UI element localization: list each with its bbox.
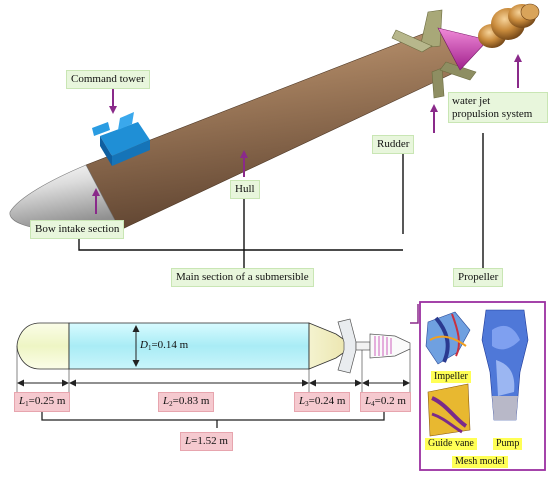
callout-arrows xyxy=(92,54,522,214)
total-length-value: =1.52 m xyxy=(191,435,228,447)
l2-subscript: 2 xyxy=(169,400,173,408)
propeller-label: Propeller xyxy=(453,268,504,287)
l2-symbol: L xyxy=(163,395,170,407)
profile-nose xyxy=(16,322,70,370)
command-tower-label: Command tower xyxy=(66,70,150,89)
l3-subscript: 3 xyxy=(305,400,309,408)
water-jet-label-line1: water jet xyxy=(452,95,491,107)
l2-value: =0.83 m xyxy=(172,395,210,407)
d1-dimension-label: D1=0.14 m xyxy=(140,340,188,352)
l1-value: =0.25 m xyxy=(28,395,66,407)
l4-value: =0.2 m xyxy=(374,395,406,407)
submersible-3d xyxy=(9,3,540,231)
l4-dimension-label: L4=0.2 m xyxy=(360,392,411,412)
rudder-fin-top xyxy=(419,9,443,49)
l3-value: =0.24 m xyxy=(308,395,346,407)
l1-symbol: L xyxy=(19,395,26,407)
d1-value: =0.14 m xyxy=(151,339,189,351)
total-length-label: L=1.52 m xyxy=(180,432,233,451)
rudder-fin-right xyxy=(439,61,477,81)
hull-label: Hull xyxy=(230,180,260,199)
l1-dimension-label: L1=0.25 m xyxy=(14,392,71,412)
pump-label: Pump xyxy=(493,438,523,450)
rudder-fin-left xyxy=(391,29,433,53)
water-jet-propulsor xyxy=(478,3,540,48)
l3-symbol: L xyxy=(299,395,306,407)
impeller-mesh xyxy=(425,311,471,365)
impeller-label: Impeller xyxy=(431,371,471,383)
rudder-fin-bottom xyxy=(431,67,445,99)
rudder-label: Rudder xyxy=(372,135,415,154)
total-length-symbol: L xyxy=(185,435,192,447)
water-jet-label: water jet propulsion system xyxy=(448,92,548,124)
guide-vane-mesh xyxy=(427,383,471,437)
l4-subscript: 4 xyxy=(371,400,375,408)
water-jet-label-line2: propulsion system xyxy=(452,107,533,120)
total-length-brace xyxy=(41,410,385,428)
mesh-model-title: Mesh model xyxy=(452,456,508,468)
profile-rudder xyxy=(337,318,357,374)
connector-lines xyxy=(78,133,484,268)
l3-dimension-label: L3=0.24 m xyxy=(294,392,351,412)
profile-drawing xyxy=(16,318,411,428)
l1-subscript: 1 xyxy=(25,400,29,408)
pump-mesh xyxy=(481,309,529,421)
profile-midbody xyxy=(68,322,310,370)
l4-symbol: L xyxy=(365,395,372,407)
profile-shaft xyxy=(355,341,371,351)
profile-jet-pump xyxy=(369,333,411,359)
d1-symbol: D xyxy=(140,339,148,351)
command-tower xyxy=(92,112,150,166)
guide-vane-label: Guide vane xyxy=(425,438,477,450)
main-section-label: Main section of a submersible xyxy=(171,268,314,287)
l2-dimension-label: L2=0.83 m xyxy=(158,392,215,412)
tail-cone xyxy=(437,27,489,71)
d1-subscript: 1 xyxy=(147,344,152,352)
bow-intake-label: Bow intake section xyxy=(30,220,125,239)
